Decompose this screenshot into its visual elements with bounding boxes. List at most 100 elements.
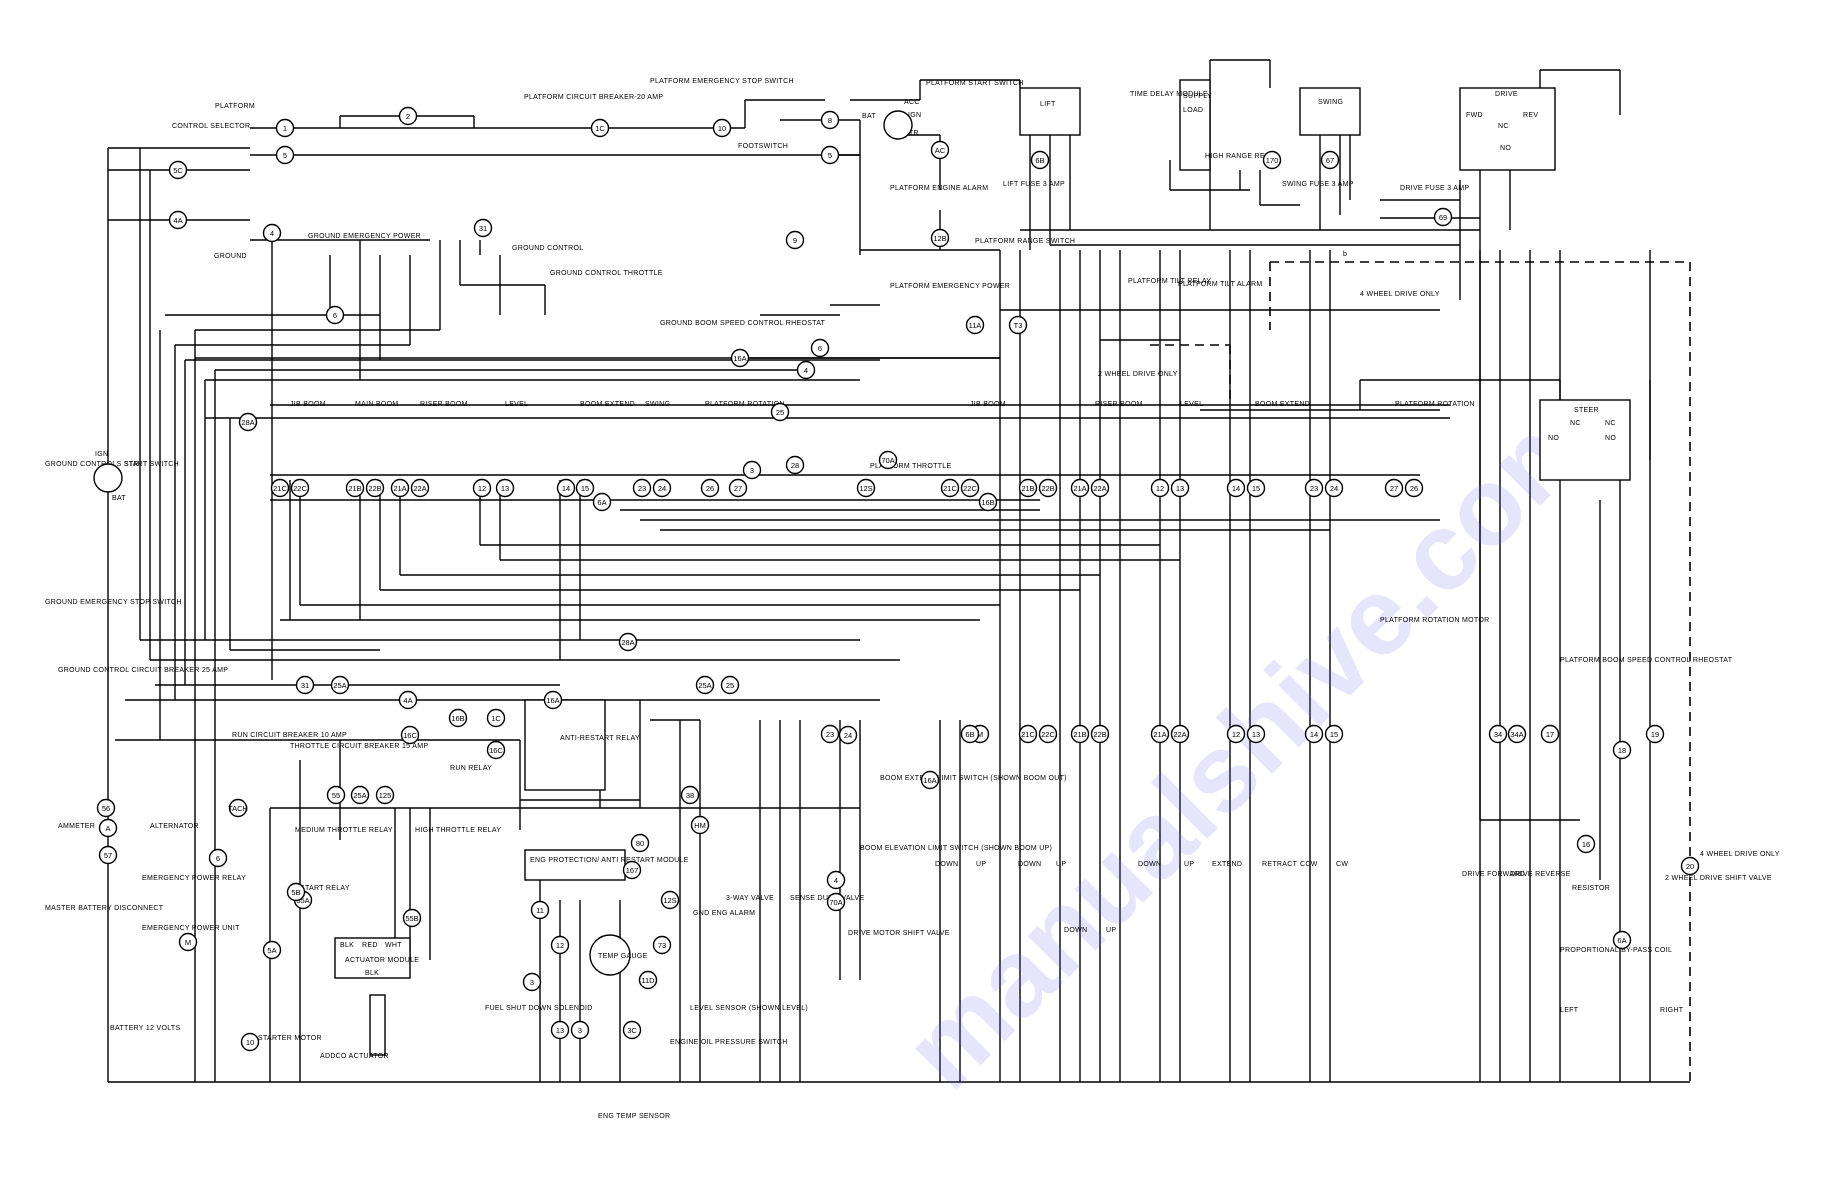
wire-node-circle xyxy=(1612,930,1632,950)
time-delay-module: SUPPLY LOAD TIME DELAY MODULE xyxy=(1130,79,1212,171)
wire-node-label: 3C xyxy=(627,1026,637,1035)
wire-node-circle xyxy=(712,118,732,138)
wire-node-circle xyxy=(730,348,750,368)
wire-node-label: 24 xyxy=(1330,484,1338,493)
wire-node-label: 22C xyxy=(293,484,307,493)
wire-node-circle xyxy=(168,210,188,230)
wire-node-label: 13 xyxy=(1176,484,1184,493)
svg-text:NC: NC xyxy=(1605,420,1616,427)
wire-node-circle xyxy=(1320,150,1340,170)
svg-text:EXTEND: EXTEND xyxy=(1212,861,1242,868)
wire-node-circle xyxy=(495,478,515,498)
wire-node-label: 21C xyxy=(943,484,957,493)
svg-text:CCW: CCW xyxy=(1300,861,1318,868)
wire-node-circle xyxy=(402,908,422,928)
wire-node-circle xyxy=(978,492,998,512)
svg-text:PLATFORM THROTTLE: PLATFORM THROTTLE xyxy=(870,463,951,470)
svg-text:4 WHEEL DRIVE ONLY: 4 WHEEL DRIVE ONLY xyxy=(1700,851,1780,858)
wire-node-circle xyxy=(1680,856,1700,876)
wire-node-label: 12 xyxy=(478,484,486,493)
wire-node-circle xyxy=(700,478,720,498)
wire-node-circle xyxy=(1324,724,1344,744)
wire-node-circle xyxy=(1488,724,1508,744)
svg-text:DOWN: DOWN xyxy=(1064,927,1087,934)
svg-text:PLATFORM EMERGENCY POWER: PLATFORM EMERGENCY POWER xyxy=(890,283,1010,290)
wire-node-label: 34 xyxy=(1494,730,1502,739)
wire-node-circle xyxy=(728,478,748,498)
wire-node-circle xyxy=(1645,724,1665,744)
wire-node-label: 22A xyxy=(1093,484,1106,493)
wire-node-circle xyxy=(1226,724,1246,744)
wire-node-circle xyxy=(208,848,228,868)
svg-text:BLK: BLK xyxy=(365,970,379,977)
wire-node-label: 22B xyxy=(368,484,381,493)
svg-text:UP: UP xyxy=(1056,861,1066,868)
wire-node-label: 8 xyxy=(828,116,832,125)
svg-text:2 WHEEL DRIVE SHIFT VALVE: 2 WHEEL DRIVE SHIFT VALVE xyxy=(1665,875,1772,882)
svg-text:LEVEL SENSOR (SHOWN LEVEL): LEVEL SENSOR (SHOWN LEVEL) xyxy=(690,1005,808,1012)
wire-node-label: 13 xyxy=(501,484,509,493)
wire-node-label: 80 xyxy=(636,839,644,848)
wire-node-label: 25 xyxy=(726,681,734,690)
wire-node-label: 25 xyxy=(776,408,784,417)
svg-text:BATTERY 12 VOLTS: BATTERY 12 VOLTS xyxy=(110,1025,180,1032)
wire-node-circle xyxy=(630,833,650,853)
svg-text:UP: UP xyxy=(1184,861,1194,868)
wire-node-circle xyxy=(826,892,846,912)
svg-text:PLATFORM BOOM SPEED CONTROL RH: PLATFORM BOOM SPEED CONTROL RHEOSTAT xyxy=(1560,657,1733,664)
wire-node-label: 4 xyxy=(834,876,838,885)
wire-node-label: 11 xyxy=(536,906,544,915)
wire-node-circle xyxy=(960,724,980,744)
svg-text:NC: NC xyxy=(1498,123,1509,130)
wire-node-label: 21B xyxy=(1021,484,1034,493)
wire-node-circle xyxy=(1324,478,1344,498)
svg-text:WHT: WHT xyxy=(385,942,402,949)
svg-text:LIFT FUSE 3 AMP: LIFT FUSE 3 AMP xyxy=(1003,181,1065,188)
wire-node-circle xyxy=(448,708,468,728)
wire-node-label: 10 xyxy=(246,1038,254,1047)
wire-node-label: 24 xyxy=(658,484,666,493)
svg-text:MASTER BATTERY DISCONNECT: MASTER BATTERY DISCONNECT xyxy=(45,905,164,912)
wire-node-circle xyxy=(1540,724,1560,744)
wire-node-label: 1 xyxy=(283,124,287,133)
wire-node-label: 4 xyxy=(804,366,808,375)
wire-node-circle xyxy=(1304,478,1324,498)
wire-node-circle xyxy=(638,970,658,990)
wire-node-label: 10 xyxy=(718,124,726,133)
svg-text:BOOM EXTEND: BOOM EXTEND xyxy=(580,401,635,408)
annotations: PLATFORM CONTROL SELECTOR GROUND PLATFOR… xyxy=(45,78,1780,1120)
wire-node-circle xyxy=(810,338,830,358)
wire-node-label: 17 xyxy=(1546,730,1554,739)
wire-node-label: 23 xyxy=(1310,484,1318,493)
wire-node-circle xyxy=(1030,150,1050,170)
wire-node-label: 6B xyxy=(965,730,974,739)
wire-node-circle xyxy=(365,478,385,498)
svg-text:ANTI-RESTART RELAY: ANTI-RESTART RELAY xyxy=(560,735,640,742)
wire-node-label: 27 xyxy=(734,484,742,493)
wire-node-label: 4 xyxy=(270,229,274,238)
wire-node-label: 19 xyxy=(1651,730,1659,739)
wire-node-circle xyxy=(1170,478,1190,498)
wire-node-label: 9 xyxy=(793,236,797,245)
wire-node-circle xyxy=(98,845,118,865)
wire-node-circle xyxy=(1038,724,1058,744)
svg-text:NO: NO xyxy=(1500,145,1511,152)
wire-node-label: 14 xyxy=(1310,730,1318,739)
wire-network xyxy=(107,59,1690,1083)
wire-node-label: 38 xyxy=(686,791,694,800)
wire-node-label: 15 xyxy=(1330,730,1338,739)
steer-box: STEER NC NC NO NO xyxy=(1539,399,1631,481)
wire-node-label: 26 xyxy=(706,484,714,493)
svg-text:GND ENG ALARM: GND ENG ALARM xyxy=(693,910,755,917)
wire-node-label: 6 xyxy=(216,854,220,863)
wire-node-label: 26 xyxy=(1410,484,1418,493)
svg-text:3-WAY VALVE: 3-WAY VALVE xyxy=(726,895,774,902)
svg-text:FUEL SHUT DOWN SOLENOID: FUEL SHUT DOWN SOLENOID xyxy=(485,1005,593,1012)
wire-node-circle xyxy=(275,145,295,165)
swing-label: SWING xyxy=(1318,99,1343,106)
wire-node-circle xyxy=(920,770,940,790)
wire-node-label: 21B xyxy=(348,484,361,493)
svg-text:RISER BOOM: RISER BOOM xyxy=(1095,401,1143,408)
wire-node-circle xyxy=(522,972,542,992)
